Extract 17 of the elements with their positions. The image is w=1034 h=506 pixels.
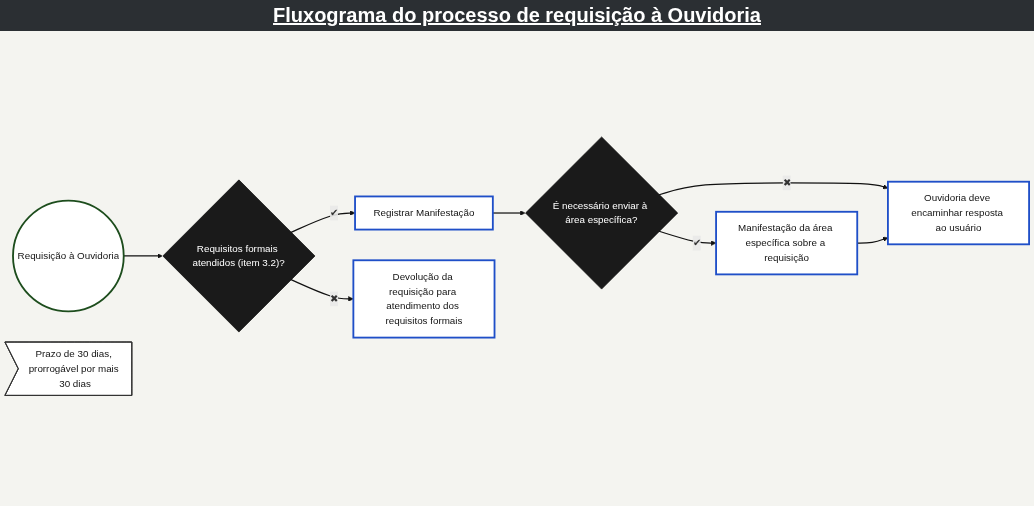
edge-label: ✔ bbox=[330, 207, 339, 218]
arrow bbox=[290, 210, 356, 233]
title-bar: Fluxograma do processo de requisição à Ouvidoria bbox=[0, 0, 1034, 31]
node-box: Ouvidoria deve encaminhar resposta ao usuário bbox=[887, 180, 1030, 246]
arrow bbox=[492, 210, 526, 216]
node-diamond: É necessário enviar à área específica? bbox=[525, 136, 679, 290]
node-box: Manifestação da área específica sobre a requisição bbox=[715, 210, 859, 276]
edge-label: ✖ bbox=[330, 293, 339, 304]
edge-label: ✖ bbox=[782, 177, 791, 188]
arrow bbox=[290, 278, 354, 302]
node-diamond: Requisitos formais atendidos (item 3.2)? bbox=[162, 179, 316, 333]
arrow bbox=[123, 253, 163, 259]
edge-label: ✔ bbox=[692, 237, 701, 248]
node-box: Registrar Manifestação bbox=[354, 195, 494, 231]
arrow bbox=[658, 230, 717, 246]
node-box: Devolução da requisição para atendimento dos requisitos formais bbox=[352, 259, 496, 339]
node-circle: Requisição à Ouvidoria bbox=[12, 199, 125, 313]
